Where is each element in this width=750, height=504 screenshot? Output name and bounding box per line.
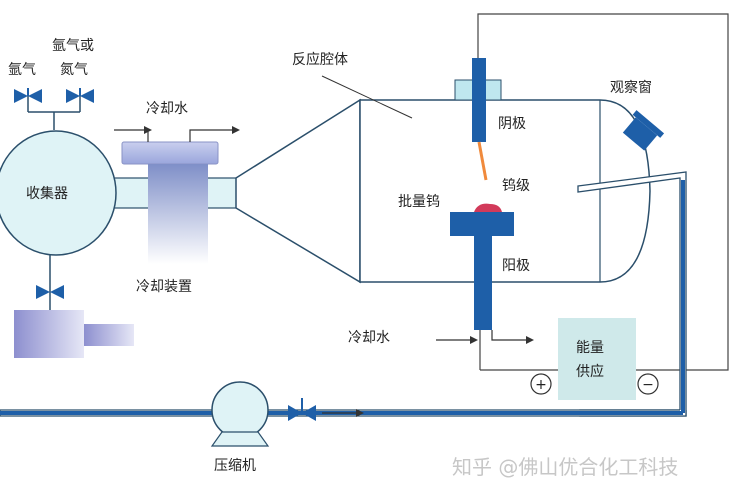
reaction-chamber bbox=[359, 99, 651, 283]
label-bulk-tungsten: 批量钨 bbox=[398, 194, 440, 210]
label-collector: 收集器 bbox=[26, 185, 68, 202]
label-argon-or: 氩气或 bbox=[52, 38, 94, 54]
label-power-supply-line1: 能量 bbox=[576, 340, 604, 356]
cooling-device bbox=[121, 141, 219, 264]
label-power-supply-line2: 供应 bbox=[576, 363, 604, 380]
compressor bbox=[210, 381, 270, 447]
label-nitrogen: 氮气 bbox=[60, 62, 88, 78]
nitrogen-valve-icon[interactable] bbox=[66, 88, 94, 103]
label-compressor: 压缩机 bbox=[214, 458, 256, 474]
label-cooling-device: 冷却装置 bbox=[136, 279, 192, 295]
watermark: 知乎 @佛山优合化工科技 bbox=[452, 455, 678, 479]
anode-plate bbox=[450, 212, 514, 236]
anode-rod bbox=[474, 236, 492, 330]
cathode-tip bbox=[477, 141, 488, 181]
negative-terminal-icon: − bbox=[637, 373, 659, 395]
label-cooling-water-bottom: 冷却水 bbox=[348, 330, 390, 346]
reaction-chamber-pointer bbox=[321, 75, 413, 119]
label-observation-window: 观察窗 bbox=[610, 79, 652, 96]
power-wire-top bbox=[477, 13, 729, 371]
label-argon: 氩气 bbox=[8, 62, 36, 78]
line-valve-icon[interactable] bbox=[288, 398, 316, 421]
label-tungsten-electrode: 钨级 bbox=[502, 178, 530, 194]
label-reaction-chamber: 反应腔体 bbox=[292, 51, 348, 68]
cathode-rod bbox=[472, 58, 486, 142]
negative-terminal-label: − bbox=[642, 377, 654, 393]
collector-valve-icon[interactable] bbox=[36, 285, 64, 299]
collector-vessel bbox=[0, 130, 117, 256]
label-cooling-water-top: 冷却水 bbox=[146, 101, 188, 117]
label-anode: 阳极 bbox=[502, 258, 530, 274]
anode-cooling-flow-arrow bbox=[436, 330, 534, 344]
flow-arrow-compressor bbox=[322, 409, 364, 417]
gas-inlet-lines bbox=[27, 96, 81, 130]
argon-valve-icon[interactable] bbox=[14, 88, 42, 103]
cone-transition bbox=[235, 98, 361, 284]
positive-terminal-icon: + bbox=[530, 373, 552, 395]
observation-window bbox=[622, 110, 665, 151]
positive-terminal-label: + bbox=[535, 377, 547, 393]
collection-container bbox=[14, 310, 134, 358]
bulk-tungsten bbox=[474, 203, 502, 212]
cooling-water-flow-arrow bbox=[114, 126, 240, 142]
power-supply-box bbox=[558, 318, 636, 400]
label-cathode: 阴极 bbox=[498, 116, 526, 132]
